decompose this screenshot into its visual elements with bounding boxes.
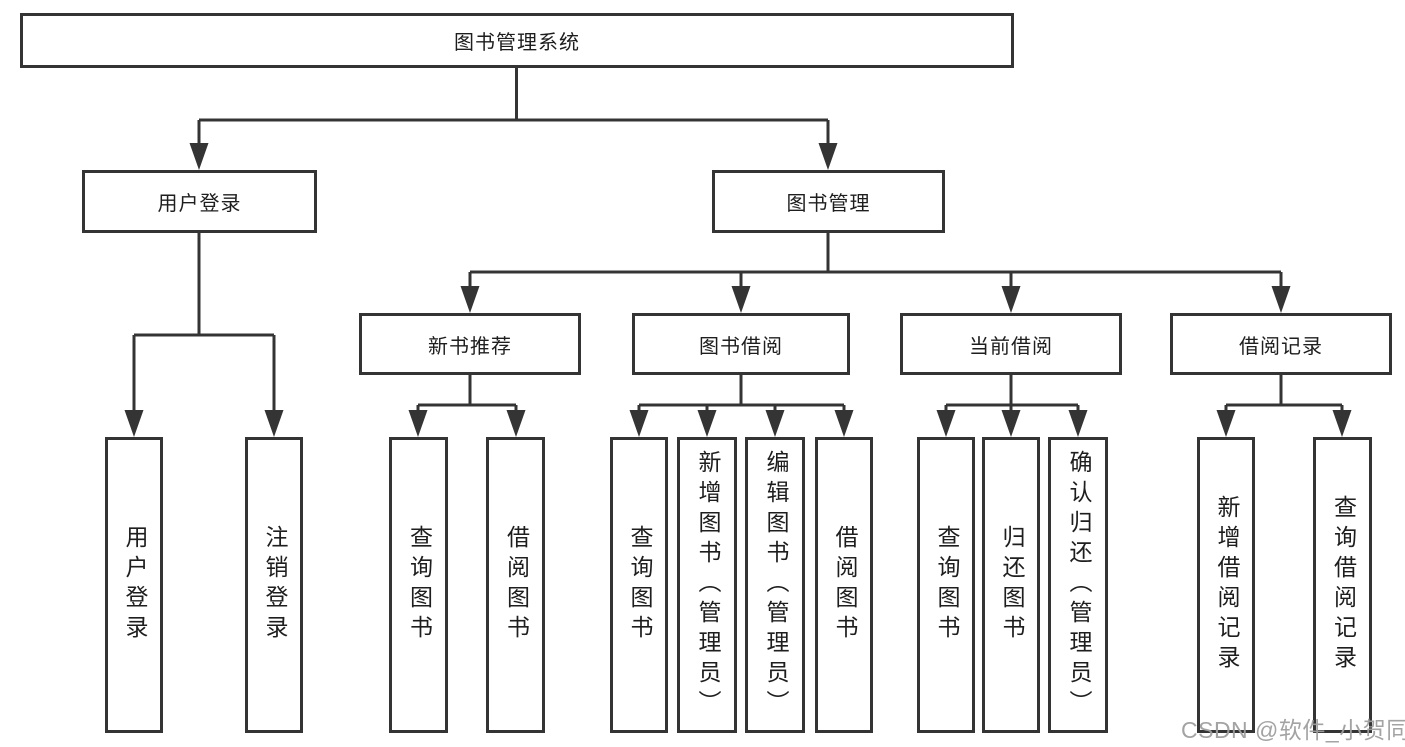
node-label: 图书管理	[786, 193, 871, 215]
leaf-return-books: 归还图书	[982, 437, 1040, 733]
leaf-add-borrow-record: 新增借阅记录	[1197, 437, 1255, 733]
leaf-label: 编辑图书（管理员）	[762, 450, 789, 720]
node-borrowing-records: 借阅记录	[1170, 313, 1392, 375]
leaf-borrow-books: 借阅图书	[815, 437, 873, 733]
node-library-management-system: 图书管理系统	[20, 13, 1014, 68]
leaf-query-borrow-record: 查询借阅记录	[1313, 437, 1372, 733]
node-label: 图书借阅	[699, 335, 783, 358]
leaf-label: 查询图书	[933, 525, 960, 645]
node-label: 图书管理系统	[454, 32, 580, 54]
node-label: 借阅记录	[1239, 335, 1323, 358]
leaf-user-login: 用户登录	[105, 437, 163, 733]
leaf-label: 注销登录	[261, 525, 288, 645]
leaf-label: 借阅图书	[503, 525, 530, 645]
leaf-label: 查询图书	[406, 525, 433, 645]
leaf-label: 借阅图书	[831, 525, 858, 645]
leaf-label: 归还图书	[998, 525, 1025, 645]
leaf-borrow-books-recommend: 借阅图书	[486, 437, 545, 733]
node-label: 用户登录	[157, 193, 242, 215]
leaf-label: 查询图书	[626, 525, 653, 645]
leaf-query-books-borrow: 查询图书	[610, 437, 668, 733]
node-label: 当前借阅	[969, 335, 1053, 358]
node-current-borrowing: 当前借阅	[900, 313, 1122, 375]
node-book-management: 图书管理	[712, 170, 945, 233]
leaf-label: 新增图书（管理员）	[694, 450, 721, 720]
leaf-label: 查询借阅记录	[1330, 495, 1357, 675]
arrowheads	[124, 143, 1352, 437]
leaf-label: 用户登录	[121, 525, 148, 645]
leaf-edit-books-admin: 编辑图书（管理员）	[745, 437, 805, 733]
leaf-label: 新增借阅记录	[1213, 495, 1240, 675]
csdn-watermark: CSDN @软件_小贺同学	[1181, 717, 1405, 743]
node-new-book-recommend: 新书推荐	[359, 313, 581, 375]
leaf-logout: 注销登录	[245, 437, 303, 733]
leaf-add-books-admin: 新增图书（管理员）	[677, 437, 737, 733]
node-book-borrowing: 图书借阅	[632, 313, 850, 375]
leaf-query-books-current: 查询图书	[917, 437, 975, 733]
node-user-login: 用户登录	[82, 170, 317, 233]
leaf-confirm-return-admin: 确认归还（管理员）	[1048, 437, 1108, 733]
connector-paths	[132, 68, 1344, 414]
leaf-label: 确认归还（管理员）	[1065, 450, 1092, 720]
leaf-query-books-recommend: 查询图书	[389, 437, 448, 733]
node-label: 新书推荐	[428, 335, 512, 358]
